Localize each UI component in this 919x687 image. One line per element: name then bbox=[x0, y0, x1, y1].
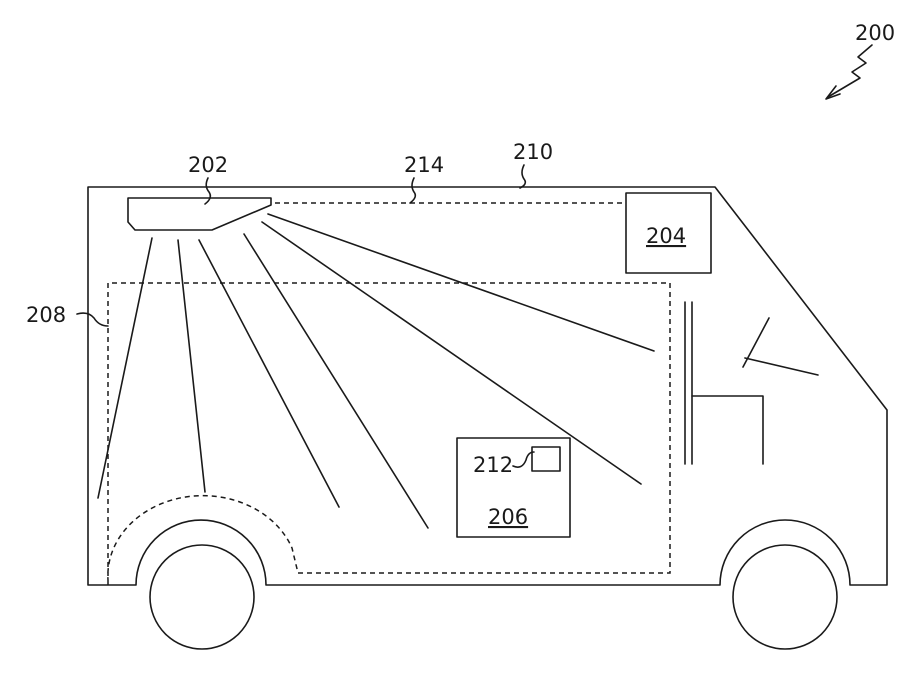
steering-column bbox=[745, 358, 818, 375]
beam bbox=[244, 234, 428, 528]
component-box bbox=[532, 447, 560, 471]
label-204: 204 bbox=[646, 224, 686, 248]
label-200: 200 bbox=[855, 21, 895, 45]
rear-wheel bbox=[150, 545, 254, 649]
beam bbox=[178, 240, 205, 492]
steering-wheel bbox=[743, 318, 769, 367]
label-202: 202 bbox=[188, 153, 228, 177]
leader-214 bbox=[410, 178, 415, 203]
beam bbox=[268, 214, 654, 351]
leader-212 bbox=[513, 452, 534, 467]
label-210: 210 bbox=[513, 140, 553, 164]
cargo-area-outline bbox=[108, 283, 670, 585]
beam bbox=[199, 240, 339, 507]
leader-210 bbox=[520, 165, 525, 188]
figure-arrowhead bbox=[826, 86, 840, 99]
front-wheel bbox=[733, 545, 837, 649]
figure-squiggle-arrow bbox=[828, 45, 872, 97]
beam bbox=[98, 238, 152, 498]
label-214: 214 bbox=[404, 153, 444, 177]
leader-208 bbox=[77, 313, 108, 326]
label-208: 208 bbox=[26, 303, 66, 327]
figure-reference: 200 bbox=[826, 21, 895, 99]
sensor-housing bbox=[128, 198, 271, 230]
label-206: 206 bbox=[488, 505, 528, 529]
driver-seat bbox=[692, 396, 763, 464]
label-212: 212 bbox=[473, 453, 513, 477]
cab-details bbox=[685, 302, 818, 464]
leader-202 bbox=[205, 178, 210, 204]
